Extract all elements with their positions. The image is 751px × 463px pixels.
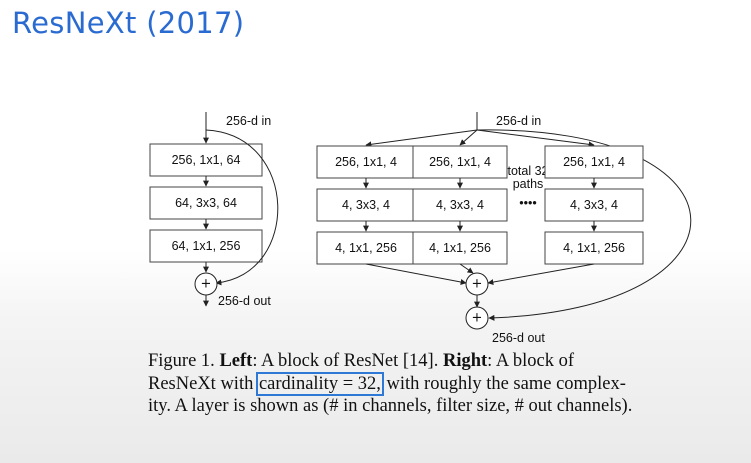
svg-text:256, 1x1, 4: 256, 1x1, 4 [563,155,625,169]
right-skip-connection [476,129,692,321]
right-fanout-path1 [365,129,478,148]
figure-caption: Figure 1. Left: A block of ResNet [14]. … [148,350,703,418]
svg-text:64, 1x1, 256: 64, 1x1, 256 [172,239,241,253]
resnet-resnext-diagram: 256-d in 256, 1x1, 64 64, 3x3, 64 64, 1x… [149,112,692,345]
path2-layer-3: 4, 1x1, 256 [412,231,508,265]
caption-line-1: Figure 1. Left: A block of ResNet [14]. … [148,351,575,371]
total-paths-label-line1: total 32 [507,164,548,178]
merge-path2 [459,263,474,274]
svg-text:256, 1x1, 64: 256, 1x1, 64 [172,153,241,167]
left-skip-connection [205,129,279,286]
path1-layer-1: 256, 1x1, 4 [316,145,416,179]
svg-text:+: + [472,311,483,326]
left-layer-2: 64, 3x3, 64 [149,186,263,220]
svg-text:+: + [472,277,483,292]
svg-text:4, 3x3, 4: 4, 3x3, 4 [342,198,390,212]
svg-text:+: + [201,277,212,292]
svg-text:256, 1x1, 4: 256, 1x1, 4 [429,155,491,169]
right-block: 256-d in 256, 1x1, 4 4, 3x3, 4 4, 1x1, 2… [316,112,692,345]
left-input-label: 256-d in [226,114,271,128]
right-output-label: 256-d out [492,331,545,345]
left-layer-3: 64, 1x1, 256 [149,229,263,263]
right-sum-node-paths: + [465,272,489,296]
right-path-1: 256, 1x1, 4 4, 3x3, 4 4, 1x1, 256 [316,145,416,265]
left-block: 256-d in 256, 1x1, 64 64, 3x3, 64 64, 1x… [149,112,279,308]
right-sum-node-residual: + [465,306,489,330]
total-paths-label-line2: paths [513,177,544,191]
caption-right-label: Right [442,351,488,371]
path2-layer-2: 4, 3x3, 4 [412,188,508,222]
right-path-3: 256, 1x1, 4 4, 3x3, 4 4, 1x1, 256 [544,145,644,265]
caption-left-label: Left [219,351,253,371]
path3-layer-3: 4, 1x1, 256 [544,231,644,265]
svg-text:4, 3x3, 4: 4, 3x3, 4 [570,198,618,212]
right-fanout-path3 [476,129,595,148]
svg-text:4, 1x1, 256: 4, 1x1, 256 [563,241,625,255]
merge-path1 [365,263,467,285]
paths-ellipsis: •••• [519,196,537,210]
right-fanout-path2 [459,129,478,146]
caption-line-2: ResNeXt with cardinality = 32, with roug… [148,371,626,396]
path3-layer-1: 256, 1x1, 4 [544,145,644,179]
svg-text:4, 1x1, 256: 4, 1x1, 256 [335,241,397,255]
svg-text:64, 3x3, 64: 64, 3x3, 64 [175,196,237,210]
path1-layer-2: 4, 3x3, 4 [316,188,416,222]
slide-title: ResNeXt (2017) [12,6,245,40]
path2-layer-1: 256, 1x1, 4 [412,145,508,179]
path3-layer-2: 4, 3x3, 4 [544,188,644,222]
right-path-2: 256, 1x1, 4 4, 3x3, 4 4, 1x1, 256 [412,145,508,265]
left-sum-node: + [194,272,218,296]
cardinality-highlight: cardinality = 32, [255,371,384,396]
caption-line-3: ity. A layer is shown as (# in channels,… [148,396,633,416]
path1-layer-3: 4, 1x1, 256 [316,231,416,265]
svg-text:4, 1x1, 256: 4, 1x1, 256 [429,241,491,255]
merge-path3 [487,263,595,286]
svg-text:4, 3x3, 4: 4, 3x3, 4 [436,198,484,212]
svg-text:256, 1x1, 4: 256, 1x1, 4 [335,155,397,169]
right-input-label: 256-d in [496,114,541,128]
left-output-label: 256-d out [218,294,271,308]
left-layer-1: 256, 1x1, 64 [149,143,263,177]
